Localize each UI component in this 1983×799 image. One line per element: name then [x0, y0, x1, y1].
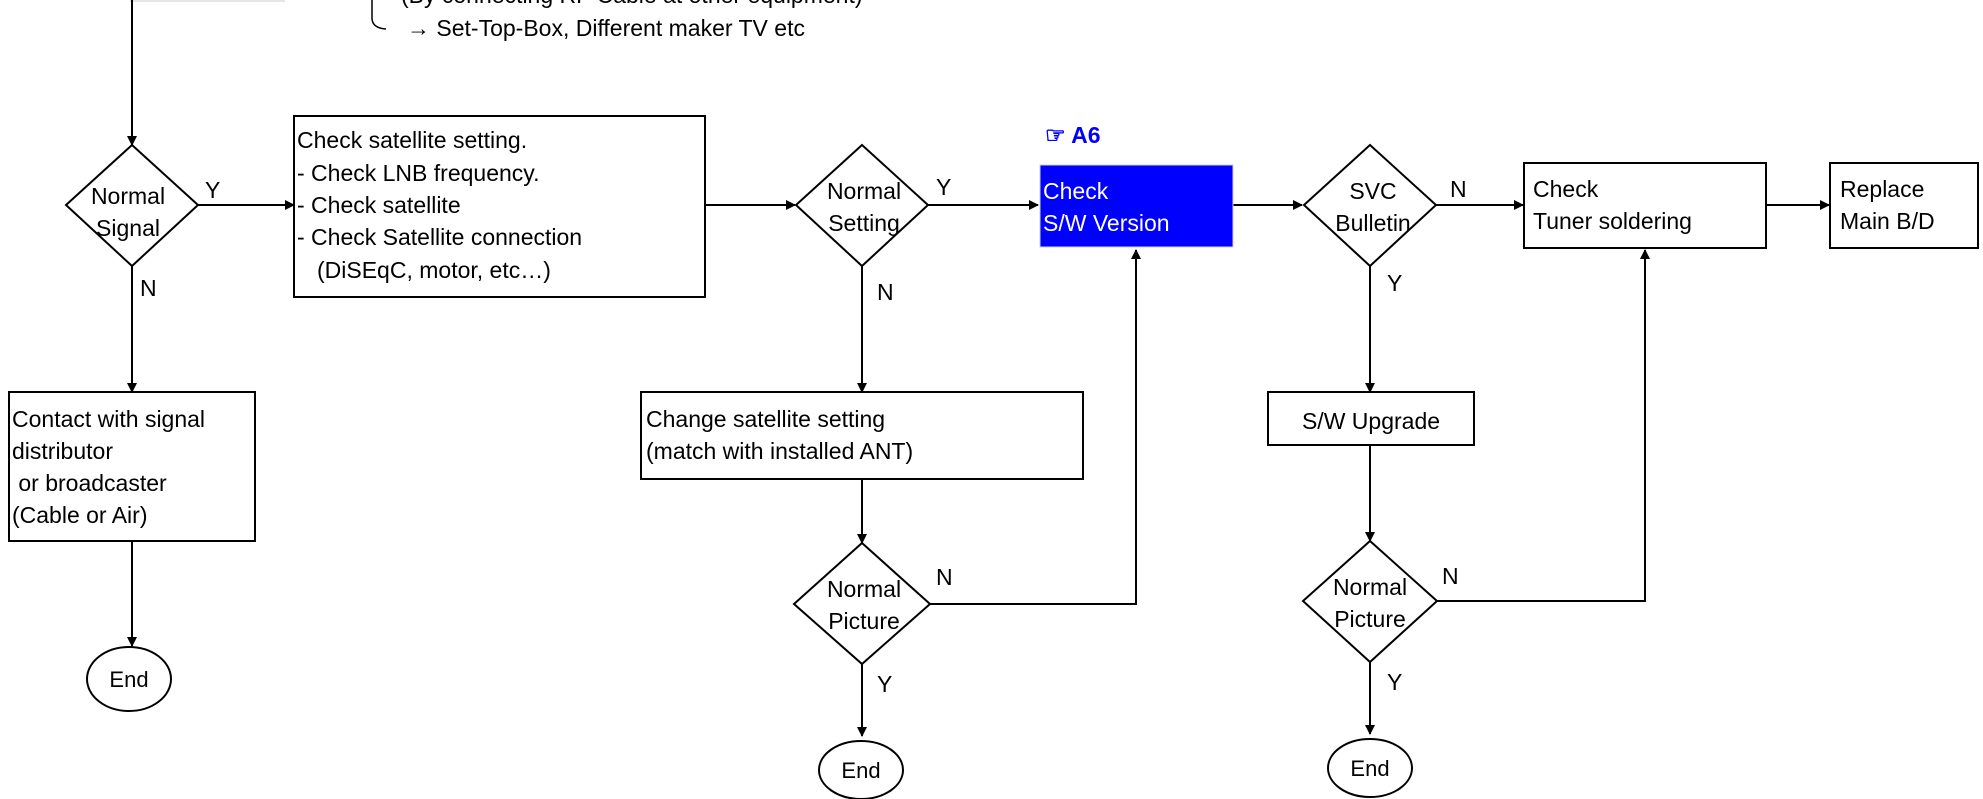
svg-text:- Check Satellite connection: - Check Satellite connection	[297, 224, 582, 250]
svg-text:(Cable or Air): (Cable or Air)	[12, 502, 147, 528]
box-contact-distributor: Contact with signal distributor or broad…	[8, 391, 256, 542]
label-bulletin-yes: Y	[1387, 270, 1402, 296]
svg-text:Normal: Normal	[827, 576, 901, 602]
label-setting-no: N	[877, 279, 894, 305]
reference-a6[interactable]: ☞ A6	[1045, 122, 1101, 148]
decision-normal-picture-2: Normal Picture	[1301, 539, 1439, 664]
connector-picture2-no-to-tuner	[1437, 249, 1650, 602]
svg-text:(match with installed ANT): (match with installed ANT)	[646, 438, 913, 464]
label-signal-no: N	[140, 275, 157, 301]
svg-text:End: End	[841, 758, 880, 783]
box-sw-upgrade: S/W Upgrade	[1267, 391, 1475, 446]
svg-text:Replace: Replace	[1840, 176, 1924, 202]
svg-text:SVC: SVC	[1349, 178, 1396, 204]
svg-text:or broadcaster: or broadcaster	[12, 470, 167, 496]
top-note-line1: (By connecting RF Cable at other equipme…	[401, 0, 863, 8]
svg-text:(DiSEqC, motor, etc…): (DiSEqC, motor, etc…)	[317, 257, 551, 283]
top-note-bracket	[371, 0, 387, 30]
svg-text:Check: Check	[1533, 176, 1599, 202]
svg-text:Check: Check	[1043, 178, 1109, 204]
svg-text:Signal: Signal	[96, 215, 160, 241]
end-terminator-1: End	[86, 646, 172, 712]
svg-text:Main B/D: Main B/D	[1840, 208, 1935, 234]
svg-text:Normal: Normal	[91, 183, 165, 209]
label-bulletin-no: N	[1450, 176, 1467, 202]
svg-text:End: End	[109, 667, 148, 692]
svg-text:Contact with signal: Contact with signal	[12, 406, 205, 432]
svg-text:S/W Version: S/W Version	[1043, 210, 1170, 236]
svg-text:Setting: Setting	[828, 210, 900, 236]
top-note-line2: → Set-Top-Box, Different maker TV etc	[407, 15, 805, 41]
decision-normal-setting: Normal Setting	[794, 143, 930, 268]
svg-text:Normal: Normal	[1333, 574, 1407, 600]
decision-normal-picture-1: Normal Picture	[792, 541, 932, 666]
box-check-tuner: Check Tuner soldering	[1523, 162, 1767, 249]
svg-text:- Check LNB frequency.: - Check LNB frequency.	[297, 160, 539, 186]
svg-text:distributor: distributor	[12, 438, 113, 464]
label-signal-yes: Y	[205, 177, 220, 203]
svg-text:Bulletin: Bulletin	[1335, 210, 1410, 236]
svg-text:Check satellite setting.: Check satellite setting.	[297, 127, 527, 153]
svg-text:Tuner soldering: Tuner soldering	[1533, 208, 1692, 234]
decision-normal-signal: Normal Signal	[64, 143, 200, 268]
svg-text:End: End	[1350, 756, 1389, 781]
box-change-satellite: Change satellite setting (match with ins…	[640, 391, 1084, 480]
label-picture1-no: N	[936, 564, 953, 590]
end-terminator-2: End	[818, 740, 904, 799]
decision-svc-bulletin: SVC Bulletin	[1302, 143, 1438, 268]
svg-text:- Check satellite: - Check satellite	[297, 192, 461, 218]
svg-text:Picture: Picture	[828, 608, 900, 634]
svg-text:Normal: Normal	[827, 178, 901, 204]
box-replace-main-bd: Replace Main B/D	[1829, 162, 1979, 249]
svg-text:Change satellite setting: Change satellite setting	[646, 406, 885, 432]
box-check-sw-version[interactable]: Check S/W Version	[1039, 164, 1234, 248]
label-setting-yes: Y	[936, 174, 951, 200]
label-picture2-no: N	[1442, 563, 1459, 589]
connector-picture1-no-to-version	[930, 249, 1141, 605]
box-check-satellite: Check satellite setting. - Check LNB fre…	[293, 115, 706, 298]
label-picture1-yes: Y	[877, 671, 892, 697]
end-terminator-3: End	[1327, 738, 1413, 798]
svg-text:Picture: Picture	[1334, 606, 1406, 632]
label-picture2-yes: Y	[1387, 669, 1402, 695]
svg-text:S/W Upgrade: S/W Upgrade	[1302, 408, 1440, 434]
